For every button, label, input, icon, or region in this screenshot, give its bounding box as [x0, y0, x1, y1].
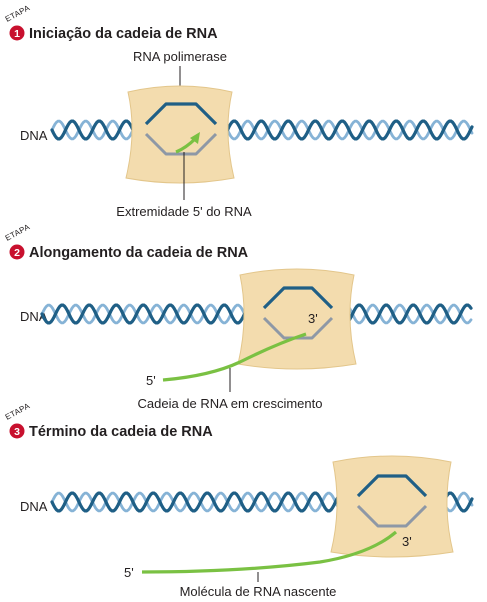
stage-3-5prime-label: 5'	[124, 565, 134, 580]
stage-2-number: 2	[14, 247, 20, 259]
stage-3-number: 3	[14, 426, 20, 438]
stage-2-5prime-label: 5'	[146, 373, 156, 388]
stage-3-coding-strand	[356, 474, 428, 498]
stage-3-badge	[9, 423, 25, 439]
stage-3-etapa-label: ETAPA	[4, 401, 32, 422]
stage-1: ETAPA 1 Iniciação da cadeia de RNA RNA p…	[4, 3, 474, 219]
stage-3-dna-label: DNA	[20, 499, 48, 514]
stage-1-rna-arrowhead	[190, 132, 200, 144]
stage-1-etapa-label: ETAPA	[4, 3, 32, 24]
stage-1-dna-strand-b	[50, 119, 474, 141]
stage-1-dna-label: DNA	[20, 128, 48, 143]
stage-3-rna-polymerase	[330, 455, 454, 558]
stage-2-growing-rna-label: Cadeia de RNA em crescimento	[138, 396, 323, 411]
stage-2: ETAPA 2 Alongamento da cadeia de RNA DNA…	[4, 222, 473, 411]
stage-2-etapa-label: ETAPA	[4, 222, 32, 243]
stage-1-dna-strand-a	[50, 119, 474, 141]
stage-1-5prime-end-label: Extremidade 5' do RNA	[116, 204, 252, 219]
stage-2-coding-strand	[262, 286, 334, 310]
stage-2-rna-polymerase	[237, 268, 357, 370]
stage-2-3prime-label: 3'	[308, 311, 318, 326]
stage-1-template-strand	[144, 132, 218, 156]
stage-3-rna-strand	[141, 530, 398, 574]
stage-3: ETAPA 3 Término da cadeia de RNA DNA 3' …	[4, 401, 474, 599]
stage-2-title: Alongamento da cadeia de RNA	[29, 245, 249, 261]
stage-3-3prime-label: 3'	[402, 534, 412, 549]
stage-3-template-strand	[356, 504, 428, 528]
stage-2-rna-strand	[162, 332, 307, 382]
stage-1-coding-strand	[144, 102, 218, 126]
stage-1-polymerase-label: RNA polimerase	[133, 49, 227, 64]
stage-1-rna-polymerase	[125, 85, 235, 184]
stage-2-dna-label: DNA	[20, 309, 48, 324]
stage-2-badge	[9, 244, 25, 260]
stage-3-nascent-rna-label: Molécula de RNA nascente	[180, 584, 337, 599]
stage-1-badge	[9, 25, 25, 41]
stage-3-title: Término da cadeia de RNA	[29, 424, 213, 440]
stage-1-number: 1	[14, 28, 20, 40]
stage-1-dna-helix	[50, 119, 474, 141]
stage-1-title: Iniciação da cadeia de RNA	[29, 26, 218, 42]
